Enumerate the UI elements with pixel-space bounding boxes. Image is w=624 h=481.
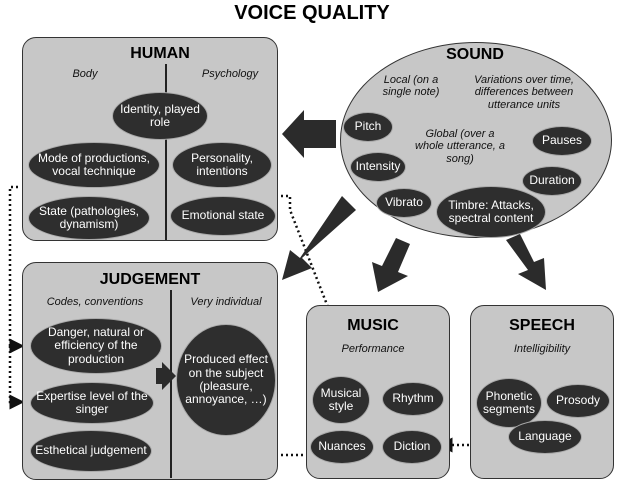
- node-pitch: Pitch: [343, 112, 393, 142]
- node-personality-intentions: Personality, intentions: [172, 142, 272, 188]
- speech-heading: SPEECH: [509, 317, 575, 334]
- judgement-divider: [170, 290, 172, 478]
- human-col-psychology: Psychology: [201, 68, 259, 80]
- node-duration: Duration: [522, 166, 582, 196]
- node-vibrato: Vibrato: [376, 188, 432, 218]
- sound-heading: SOUND: [446, 46, 504, 63]
- node-musical-style: Musical style: [312, 376, 370, 424]
- speech-sub: Intelligibility: [513, 343, 571, 355]
- node-expertise-level: Expertise level of the singer: [30, 382, 154, 424]
- sound-global: Global (over a whole utterance, a song): [415, 128, 505, 165]
- node-phonetic-segments: Phonetic segments: [476, 378, 542, 428]
- node-danger-natural: Danger, natural or efficiency of the pro…: [30, 318, 162, 374]
- node-prosody: Prosody: [546, 384, 610, 418]
- node-mode-of-productions: Mode of productions, vocal technique: [28, 142, 160, 188]
- dotted-link-human-to-judgement: [8, 185, 25, 354]
- judgement-col-individual: Very individual: [190, 296, 262, 308]
- node-nuances: Nuances: [310, 430, 374, 464]
- node-timbre: Timbre: Attacks, spectral content: [436, 186, 546, 238]
- diagram-title: VOICE QUALITY: [234, 2, 390, 24]
- node-language: Language: [508, 420, 582, 454]
- sound-local: Local (on a single note): [382, 74, 440, 99]
- node-esthetical-judgement: Esthetical judgement: [30, 430, 152, 472]
- judgement-heading: JUDGEMENT: [99, 271, 201, 288]
- node-state-pathologies: State (pathologies, dynamism): [28, 196, 150, 240]
- node-intensity: Intensity: [350, 152, 406, 182]
- node-rhythm: Rhythm: [382, 382, 444, 416]
- node-emotional-state: Emotional state: [170, 196, 276, 236]
- node-pauses: Pauses: [532, 126, 592, 156]
- node-produced-effect: Produced effect on the subject (pleasure…: [176, 324, 276, 436]
- dotted-link-judgement-left: [8, 346, 25, 410]
- music-sub: Performance: [341, 343, 405, 355]
- human-heading: HUMAN: [130, 45, 190, 62]
- sound-variations: Variations over time, differences betwee…: [474, 74, 574, 111]
- node-diction: Diction: [382, 430, 442, 464]
- music-heading: MUSIC: [347, 317, 399, 334]
- node-identity-played-role: Identity, played role: [112, 92, 208, 140]
- human-divider: [165, 64, 167, 240]
- human-col-body: Body: [72, 68, 98, 80]
- judgement-col-codes: Codes, conventions: [46, 296, 144, 308]
